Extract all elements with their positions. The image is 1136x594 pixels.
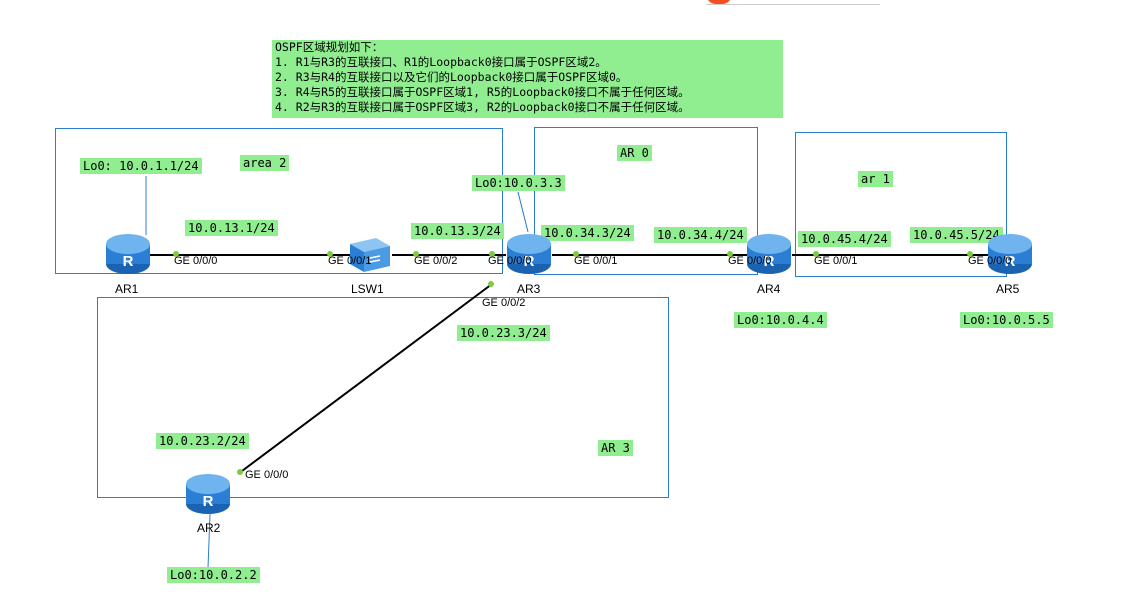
- port-dot: [237, 469, 243, 475]
- device-name-ar2: AR2: [197, 521, 221, 535]
- svg-text:R: R: [1005, 253, 1016, 270]
- ar3-loopback-label[interactable]: Lo0:10.0.3.3: [472, 175, 565, 191]
- port-lsw1-ge001: GE 0/0/1: [328, 255, 372, 267]
- ip-label-r5-r4[interactable]: 10.0.45.5/24: [910, 227, 1003, 243]
- port-dot: [727, 251, 733, 257]
- ip-label-r4-r5[interactable]: 10.0.45.4/24: [798, 231, 891, 247]
- area-3-box: [97, 297, 669, 498]
- port-dot: [488, 281, 494, 287]
- area-2-box: [55, 128, 503, 274]
- area-2-label[interactable]: area 2: [240, 155, 290, 171]
- port-ar3-ge000: GE 0/0/0: [488, 255, 532, 267]
- ar2-loopback-label[interactable]: Lo0:10.0.2.2: [167, 567, 260, 583]
- svg-text:R: R: [524, 253, 535, 270]
- svg-text:R: R: [203, 493, 214, 510]
- port-lsw1-ge002: GE 0/0/2: [414, 255, 458, 267]
- router-ar2-icon[interactable]: R: [184, 472, 232, 516]
- note-line-4: 4. R2与R3的互联接口属于OSPF区域3, R2的Loopback0接口不属…: [275, 100, 690, 114]
- port-ar2-ge000: GE 0/0/0: [245, 469, 289, 481]
- ip-label-r3-r2[interactable]: 10.0.23.3/24: [457, 325, 550, 341]
- router-ar4-icon[interactable]: R: [745, 232, 793, 276]
- switch-lsw1-icon[interactable]: [346, 234, 392, 276]
- toolbar-fragment: [706, 0, 880, 5]
- ospf-plan-note: OSPF区域规划如下：1. R1与R3的互联接口、R1的Loopback0接口属…: [272, 40, 783, 118]
- router-ar3-icon[interactable]: R: [505, 232, 553, 276]
- note-line-1: 1. R1与R3的互联接口、R1的Loopback0接口属于OSPF区域2。: [275, 55, 607, 69]
- port-ar4-ge001: GE 0/0/1: [814, 255, 858, 267]
- area-1-box: [795, 132, 1007, 277]
- note-line-2: 2. R3与R4的互联接口以及它们的Loopback0接口属于OSPF区域0。: [275, 70, 628, 84]
- svg-text:R: R: [123, 253, 134, 270]
- port-dot: [967, 251, 973, 257]
- loopback-stub-ar3: [517, 191, 529, 233]
- note-title: OSPF区域规划如下：: [275, 40, 384, 54]
- device-name-lsw1: LSW1: [351, 282, 384, 296]
- device-name-ar5: AR5: [996, 282, 1020, 296]
- area-1-label[interactable]: ar 1: [858, 171, 893, 187]
- port-ar1-ge000: GE 0/0/0: [174, 255, 218, 267]
- svg-text:R: R: [764, 253, 775, 270]
- toolbar-fragment-icon: [706, 0, 732, 4]
- port-ar3-ge001: GE 0/0/1: [574, 255, 618, 267]
- ip-label-r1-r3[interactable]: 10.0.13.1/24: [185, 220, 278, 236]
- device-name-ar3: AR3: [517, 282, 541, 296]
- ar4-loopback-label[interactable]: Lo0:10.0.4.4: [734, 312, 827, 328]
- ip-label-r2-r3[interactable]: 10.0.23.2/24: [156, 433, 249, 449]
- port-dot: [813, 251, 819, 257]
- link-ar3-ar2: [237, 283, 493, 475]
- port-dot: [327, 251, 333, 257]
- device-name-ar1: AR1: [115, 282, 139, 296]
- area-0-label[interactable]: AR 0: [617, 145, 652, 161]
- port-dot: [173, 251, 179, 257]
- device-name-ar4: AR4: [757, 282, 781, 296]
- area-3-label[interactable]: AR 3: [598, 440, 633, 456]
- router-ar1-icon[interactable]: R: [104, 232, 152, 276]
- port-dot: [573, 251, 579, 257]
- port-ar3-ge002: GE 0/0/2: [482, 297, 526, 309]
- loopback-stub-ar2: [207, 513, 211, 569]
- port-dot: [489, 251, 495, 257]
- port-dot: [413, 251, 419, 257]
- router-ar5-icon[interactable]: R: [986, 232, 1034, 276]
- port-ar4-ge000: GE 0/0/0: [728, 255, 772, 267]
- ip-label-r3-r4[interactable]: 10.0.34.3/24: [541, 225, 634, 241]
- note-line-3: 3. R4与R5的互联接口属于OSPF区域1, R5的Loopback0接口不属…: [275, 85, 690, 99]
- port-ar5-ge000: GE 0/0/0: [968, 255, 1012, 267]
- area-0-box: [534, 127, 758, 275]
- ip-label-r3-r1[interactable]: 10.0.13.3/24: [411, 223, 504, 239]
- ar5-loopback-label[interactable]: Lo0:10.0.5.5: [960, 312, 1053, 328]
- ip-label-r4-r3[interactable]: 10.0.34.4/24: [654, 227, 747, 243]
- ar1-loopback-label[interactable]: Lo0: 10.0.1.1/24: [80, 158, 202, 174]
